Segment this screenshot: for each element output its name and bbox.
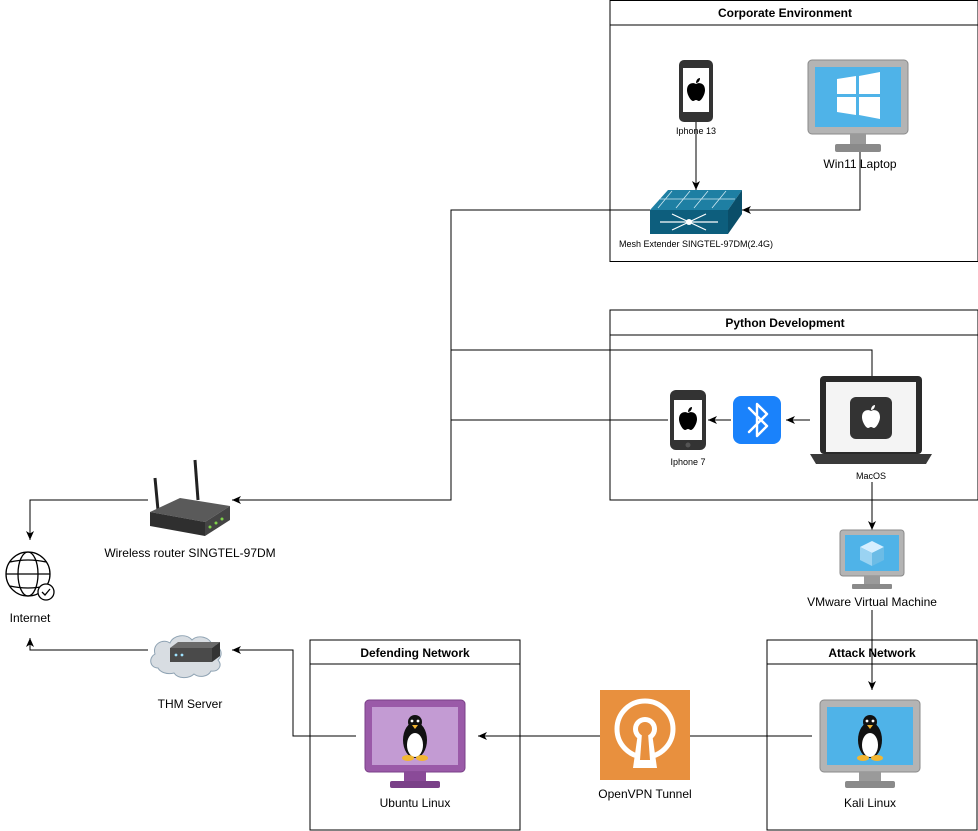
connectors (26, 122, 876, 740)
apple-phone-icon (670, 390, 706, 450)
label-win11: Win11 Laptop (823, 157, 896, 171)
label-iphone13: Iphone 13 (676, 126, 716, 136)
linux-monitor-icon (364, 699, 466, 788)
label-iphone7: Iphone 7 (670, 457, 705, 467)
node-kali-linux: Kali Linux (819, 699, 921, 810)
group-title-python: Python Development (725, 316, 844, 330)
label-openvpn: OpenVPN Tunnel (598, 787, 691, 801)
edge-router-internet (26, 499, 148, 540)
windows-monitor-icon (807, 59, 909, 152)
vm-monitor-icon (839, 529, 905, 589)
node-mesh-extender: Mesh Extender SINGTEL-97DM(2.4G) (619, 190, 773, 249)
wireless-router-icon (150, 459, 230, 536)
macbook-icon (810, 376, 932, 464)
node-iphone13: Iphone 13 (676, 60, 716, 136)
group-python-development: Python Development (609, 309, 978, 501)
label-kali: Kali Linux (844, 796, 896, 810)
node-bluetooth (733, 396, 781, 444)
globe-icon (5, 551, 55, 601)
node-ubuntu-linux: Ubuntu Linux (364, 699, 466, 810)
label-mesh: Mesh Extender SINGTEL-97DM(2.4G) (619, 239, 773, 249)
node-vmware-vm: VMware Virtual Machine (807, 529, 937, 609)
cisco-switch-icon (650, 190, 742, 234)
label-thm: THM Server (158, 697, 223, 711)
label-ubuntu: Ubuntu Linux (380, 796, 451, 810)
node-macos: MacOS (810, 376, 932, 481)
apple-phone-icon (679, 60, 713, 122)
node-win11-laptop: Win11 Laptop (807, 59, 909, 171)
label-router: Wireless router SINGTEL-97DM (104, 546, 275, 560)
group-title-corporate: Corporate Environment (718, 6, 852, 20)
label-internet: Internet (10, 611, 51, 625)
edge-win11-mesh (742, 152, 861, 214)
node-wireless-router: Wireless router SINGTEL-97DM (104, 459, 276, 560)
node-openvpn-tunnel: OpenVPN Tunnel (598, 690, 692, 801)
linux-monitor-icon (819, 699, 921, 788)
label-vmware: VMware Virtual Machine (807, 595, 937, 609)
node-thm-server: THM Server (150, 635, 223, 711)
group-title-defending: Defending Network (360, 646, 470, 660)
edge-ubuntu-thm (232, 646, 356, 737)
edge-thm-internet (26, 638, 148, 651)
edge-mesh-router (232, 209, 650, 504)
edge-macos-bus (451, 349, 873, 376)
keyhole-lock-icon (600, 690, 690, 780)
label-macos: MacOS (856, 471, 886, 481)
node-internet: Internet (5, 551, 55, 625)
node-iphone7: Iphone 7 (670, 390, 706, 467)
bluetooth-icon (733, 396, 781, 444)
cloud-server-icon (150, 635, 222, 679)
